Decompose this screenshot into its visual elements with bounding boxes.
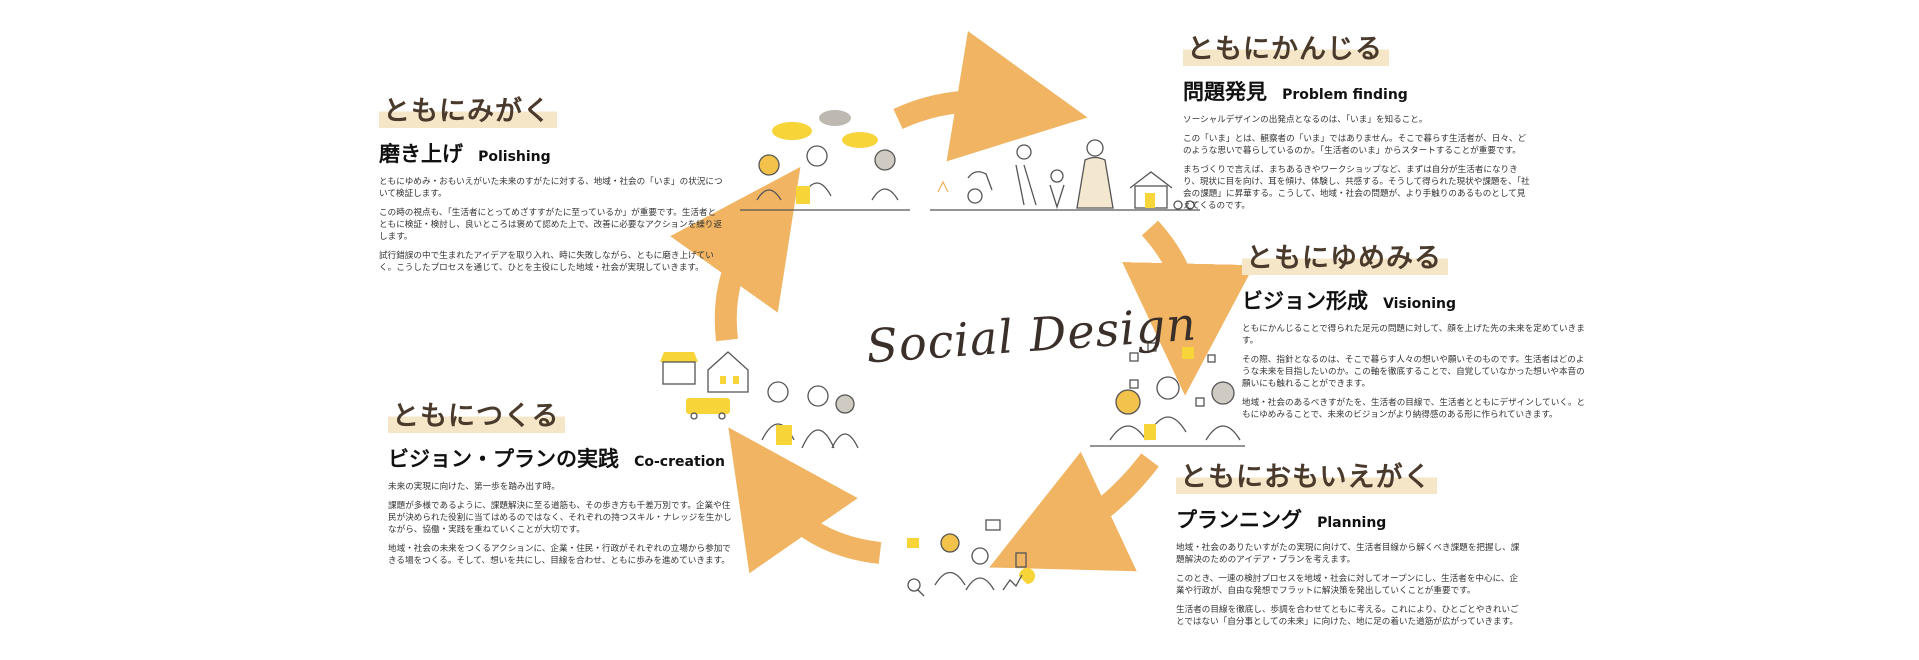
stage-description: ソーシャルデザインの出発点となるのは、「いま」を知ること。 この「いま」とは、観… <box>1183 114 1533 212</box>
arrow-bottom-left <box>728 427 882 574</box>
stage-planning: ともにおもいえがく プランニング Planning 地域・社会のありたいすがたの… <box>1176 455 1526 635</box>
paragraph: ともにかんじることで得られた足元の問題に対して、顔を上げた先の未来を定めていきま… <box>1242 324 1585 346</box>
stage-title-jp: ビジョン形成 <box>1242 289 1368 313</box>
paragraph: その際、指針となるのは、そこで暮らす人々の想いや願いそのものです。生活者はどのよ… <box>1242 355 1585 389</box>
stage-description: 未来の実現に向けた、第一歩を踏み出す時。 課題が多様であるように、課題解決に至る… <box>388 481 733 567</box>
arrow-bottom-right <box>989 451 1159 572</box>
planning-illustration <box>907 519 1035 597</box>
stage-title-jp: 磨き上げ <box>379 142 463 166</box>
stage-title-jp: 問題発見 <box>1183 80 1267 104</box>
stage-tag: ともにゆめみる <box>1242 236 1448 275</box>
stage-title-jp: ビジョン・プランの実践 <box>388 447 619 471</box>
stage-title-en: Problem finding <box>1282 87 1408 103</box>
stage-title-jp: プランニング <box>1176 508 1302 532</box>
stage-title-en: Co-creation <box>634 454 726 470</box>
town-illustration <box>930 139 1200 211</box>
arrow-top <box>893 31 1088 162</box>
stage-tag: ともにみがく <box>379 89 557 128</box>
meeting-illustration-top <box>740 110 910 211</box>
paragraph: ソーシャルデザインの出発点となるのは、「いま」を知ること。 <box>1183 115 1428 125</box>
paragraph: この時の視点も、「生活者にとってめざすすがたに至っているか」が重要です。生活者と… <box>379 208 722 242</box>
stage-title-en: Polishing <box>478 149 551 165</box>
stage-description: 地域・社会のありたいすがたの実現に向けて、生活者目線から解くべき課題を把握し、課… <box>1176 542 1526 628</box>
paragraph: ともにゆめみ・おもいえがいた未来のすがたに対する、地域・社会の「いま」の状況につ… <box>379 177 723 199</box>
arrow-right <box>1122 220 1255 396</box>
stage-description: ともにかんじることで得られた足元の問題に対して、顔を上げた先の未来を定めていきま… <box>1242 323 1587 421</box>
paragraph: 課題が多様であるように、課題解決に至る道筋も、その歩き方も千差万別です。企業や住… <box>388 501 732 535</box>
co-creation-illustration <box>660 351 859 449</box>
stage-description: ともにゆめみ・おもいえがいた未来のすがたに対する、地域・社会の「いま」の状況につ… <box>379 176 724 274</box>
stage-tag: ともにつくる <box>388 394 566 433</box>
paragraph: 地域・社会の未来をつくるアクションに、企業・住民・行政がそれぞれの立場から参加で… <box>388 544 731 566</box>
stage-title-en: Visioning <box>1383 296 1456 312</box>
stage-title-en: Planning <box>1317 515 1387 531</box>
vision-illustration <box>1090 342 1245 447</box>
paragraph: 未来の実現に向けた、第一歩を踏み出す時。 <box>388 482 560 492</box>
stage-co-creation: ともにつくる ビジョン・プランの実践 Co-creation 未来の実現に向けた… <box>388 394 733 574</box>
paragraph: まちづくりで言えば、まちあるきやワークショップなど、まずは自分が生活者になりきり… <box>1183 165 1530 211</box>
stage-polishing: ともにみがく 磨き上げ Polishing ともにゆめみ・おもいえがいた未来のす… <box>379 89 724 281</box>
cycle-arrows <box>670 31 1255 574</box>
paragraph: 試行錯誤の中で生まれたアイデアを取り入れ、時に失敗しながら、ともに磨き上げていく… <box>379 251 714 273</box>
paragraph: 地域・社会のあるべきすがたを、生活者の目線で、生活者とともにデザインしていく。と… <box>1242 398 1586 420</box>
paragraph: このとき、一連の検討プロセスを地域・社会に対してオープンにし、生活者を中心に、企… <box>1176 574 1519 596</box>
stage-visioning: ともにゆめみる ビジョン形成 Visioning ともにかんじることで得られた足… <box>1242 236 1587 428</box>
stage-tag: ともにかんじる <box>1183 27 1389 66</box>
arrow-left <box>670 166 801 342</box>
stage-problem-finding: ともにかんじる 問題発見 Problem finding ソーシャルデザインの出… <box>1183 27 1533 219</box>
paragraph: 地域・社会のありたいすがたの実現に向けて、生活者目線から解くべき課題を把握し、課… <box>1176 543 1520 565</box>
paragraph: この「いま」とは、観察者の「いま」ではありません。そこで暮らす生活者が、日々、ど… <box>1183 134 1527 156</box>
paragraph: 生活者の目線を徹底し、歩調を合わせてともに考える。これにより、ひとごとやきれいご… <box>1176 605 1519 627</box>
stage-tag: ともにおもいえがく <box>1176 455 1438 494</box>
